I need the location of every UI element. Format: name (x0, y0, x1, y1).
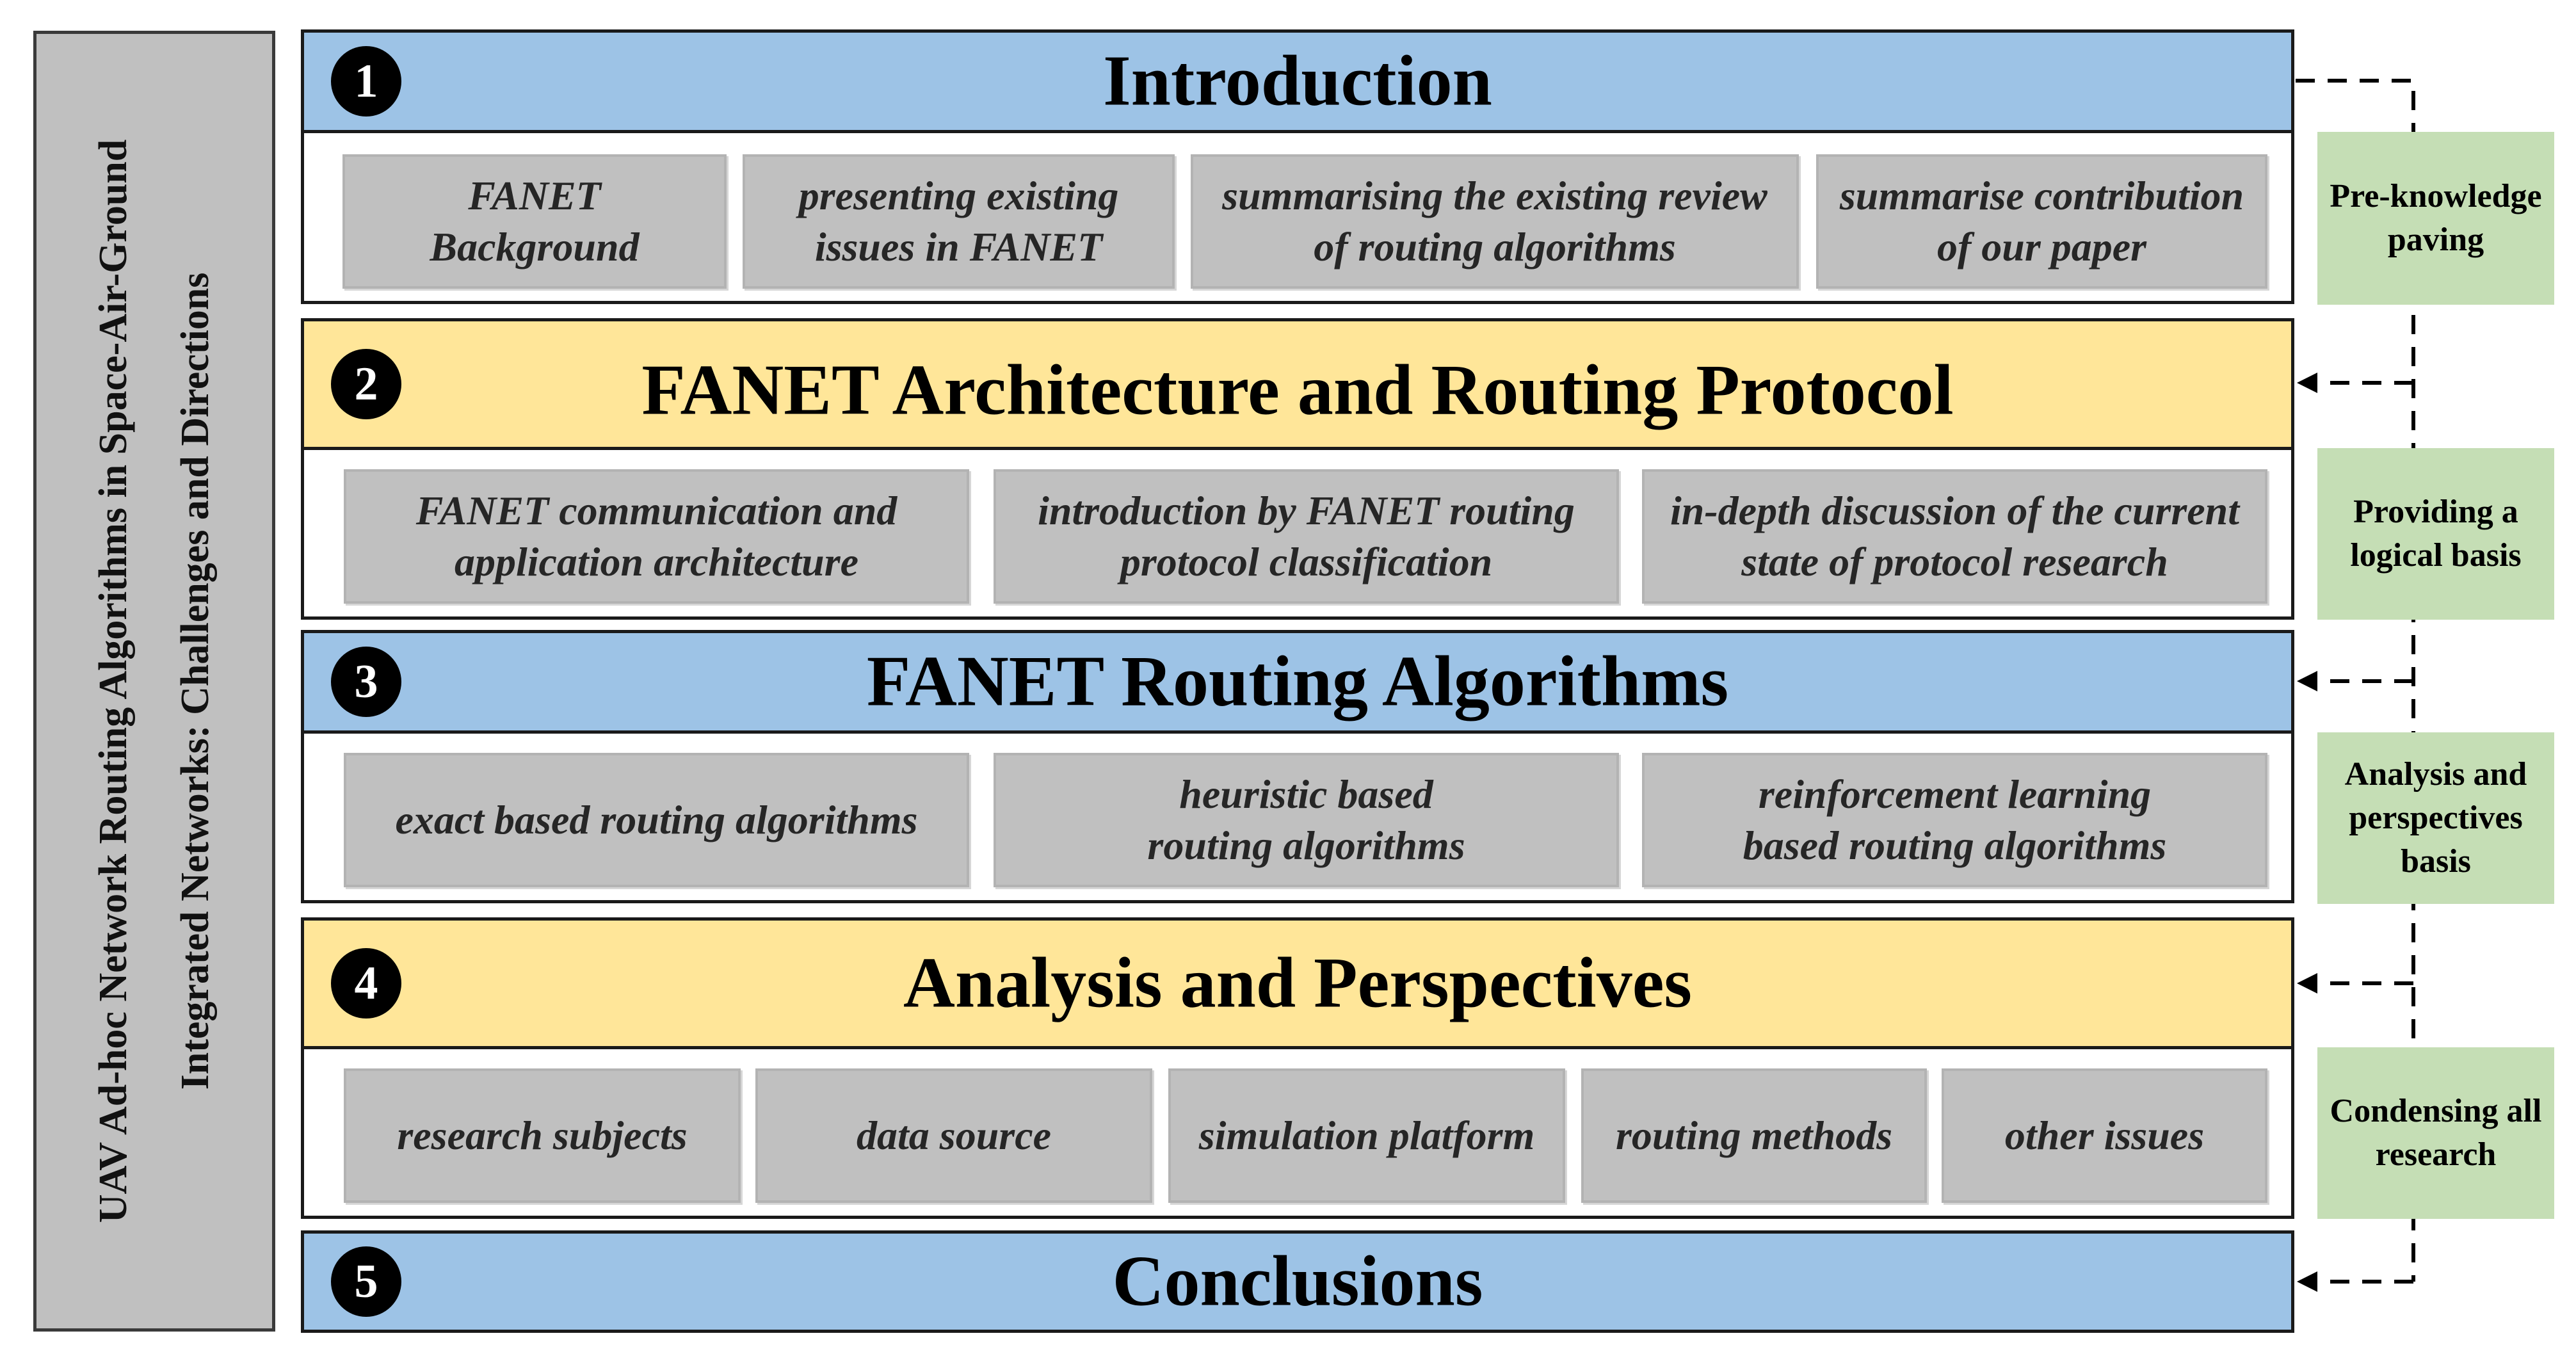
section-1-header: 1 Introduction (301, 29, 2294, 133)
note-line: Condensing all (2330, 1093, 2542, 1129)
note-pre-knowledge: Pre-knowledge paving (2317, 132, 2554, 305)
section-1-body: FANET Background presenting existing issue… (301, 130, 2294, 304)
section-4-body: research subjects data source simulation… (301, 1046, 2294, 1219)
topic-line: issues in FANET (814, 224, 1103, 270)
dashed-spine-line (2296, 79, 2415, 1282)
topic-line: FANET (468, 173, 601, 218)
topic-line: heuristic based (1179, 771, 1433, 817)
note-logical-basis: Providing a logical basis (2317, 448, 2554, 620)
section-2-topic-2: introduction by FANET routing protocol cl… (994, 469, 1619, 604)
arrowhead-section-4 (2297, 973, 2317, 994)
topic-line: state of protocol research (1741, 539, 2168, 584)
note-line: basis (2401, 843, 2471, 880)
topic-line: of routing algorithms (1314, 224, 1676, 270)
topic-line: based routing algorithms (1743, 823, 2167, 868)
section-5-header: 5 Conclusions (301, 1230, 2294, 1333)
note-line: Providing a (2353, 494, 2518, 530)
section-2-number-badge: 2 (331, 349, 401, 419)
topic-line: exact based routing algorithms (395, 797, 918, 842)
section-3-header: 3 FANET Routing Algorithms (301, 630, 2294, 734)
note-analysis-basis: Analysis and perspectives basis (2317, 732, 2554, 904)
section-2-header: 2 FANET Architecture and Routing Protoco… (301, 318, 2294, 450)
topic-line: application architecture (454, 539, 859, 584)
arrowhead-section-3 (2297, 671, 2317, 691)
arrowhead-section-2 (2297, 373, 2317, 393)
topic-line: routing methods (1615, 1113, 1893, 1158)
topic-line: simulation platform (1198, 1113, 1535, 1158)
topic-line: presenting existing (798, 173, 1119, 218)
section-3-topic-1: exact based routing algorithms (344, 753, 969, 887)
arrowhead-section-5 (2297, 1271, 2317, 1292)
section-3-title: FANET Routing Algorithms (866, 641, 1729, 721)
section-3-topic-2: heuristic based routing algorithms (994, 753, 1619, 887)
topic-line: summarising the existing review (1222, 173, 1767, 218)
note-line: logical basis (2350, 537, 2522, 574)
section-1-topic-3: summarising the existing review of routin… (1191, 154, 1799, 289)
section-2-body: FANET communication and application archi… (301, 447, 2294, 620)
section-4-title: Analysis and Perspectives (903, 943, 1692, 1023)
topic-line: introduction by FANET routing (1038, 488, 1575, 533)
topic-line: reinforcement learning (1758, 771, 2152, 817)
topic-line: research subjects (397, 1113, 688, 1158)
section-4-topic-4: routing methods (1581, 1068, 1927, 1203)
topic-line: Background (430, 224, 640, 270)
note-condensing-research: Condensing all research (2317, 1047, 2554, 1219)
section-1-topic-1: FANET Background (342, 154, 727, 289)
topic-line: data source (857, 1113, 1051, 1158)
section-3-body: exact based routing algorithms heuristic… (301, 730, 2294, 903)
section-5-number-badge: 5 (331, 1246, 401, 1317)
section-2-topic-3: in-depth discussion of the current state … (1642, 469, 2267, 604)
topic-line: of our paper (1936, 224, 2147, 270)
note-line: Pre-knowledge (2330, 178, 2542, 214)
section-1-topic-2: presenting existing issues in FANET (743, 154, 1175, 289)
topic-line: other issues (2004, 1113, 2205, 1158)
section-1-topic-4: summarise contribution of our paper (1816, 154, 2267, 289)
section-2-title: FANET Architecture and Routing Protocol (641, 350, 1954, 430)
note-line: research (2375, 1136, 2497, 1173)
topic-line: protocol classification (1120, 539, 1493, 584)
section-4-number-badge: 4 (331, 948, 401, 1019)
section-4-topic-3: simulation platform (1168, 1068, 1565, 1203)
section-1-number-badge: 1 (331, 46, 401, 117)
section-3-number-badge: 3 (331, 647, 401, 717)
paper-title-panel: UAV Ad-hoc Network Routing Algorithms in… (33, 31, 275, 1332)
section-3-topic-3: reinforcement learning based routing algo… (1642, 753, 2267, 887)
topic-line: routing algorithms (1147, 823, 1465, 868)
topic-line: FANET communication and (415, 488, 898, 533)
topic-line: in-depth discussion of the current (1670, 488, 2240, 533)
section-2-topic-1: FANET communication and application archi… (344, 469, 969, 604)
section-4-topic-2: data source (755, 1068, 1152, 1203)
note-line: paving (2387, 221, 2484, 258)
section-1-title: Introduction (1103, 41, 1492, 121)
section-4-topic-1: research subjects (344, 1068, 741, 1203)
note-line: perspectives (2349, 800, 2523, 836)
section-4-topic-5: other issues (1942, 1068, 2267, 1203)
note-line: Analysis and (2344, 756, 2527, 793)
topic-line: summarise contribution (1839, 173, 2244, 218)
section-5-title: Conclusions (1112, 1241, 1483, 1321)
